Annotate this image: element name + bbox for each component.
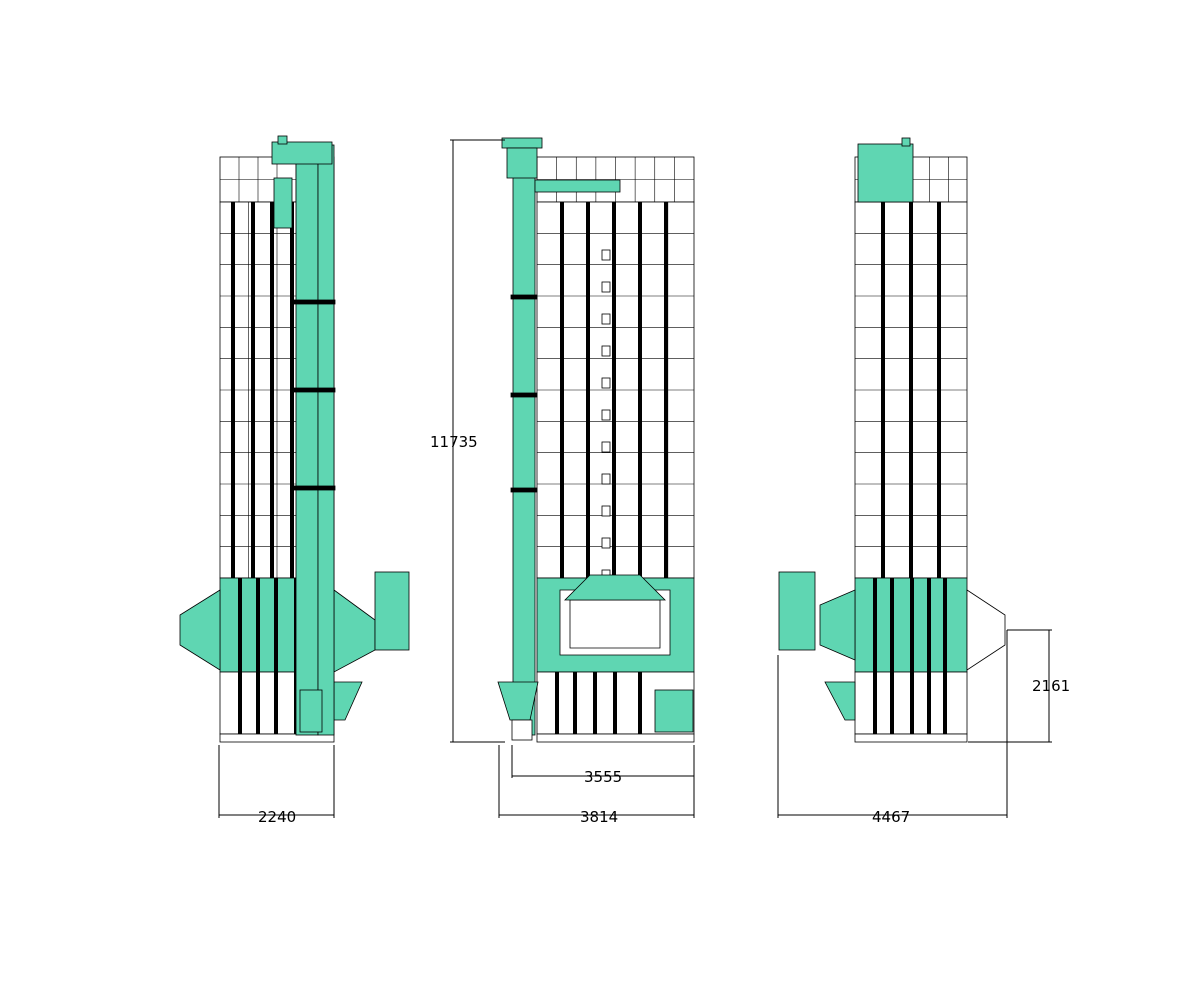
fan-duct: [778, 571, 816, 651]
top-conveyor: [534, 179, 621, 193]
inner-chamber: [569, 599, 661, 649]
elevator-return: [317, 144, 335, 736]
sight-window: [601, 345, 611, 357]
side-width-dimension-label: 2240: [258, 808, 296, 826]
distributor-pipe: [273, 177, 293, 229]
elevator-band: [510, 294, 538, 300]
sight-window: [601, 441, 611, 453]
collector-hood: [564, 574, 666, 601]
elevator-head: [506, 147, 538, 179]
elevator-head-cap: [501, 137, 543, 149]
discharge-hopper: [824, 681, 856, 721]
sight-window: [601, 377, 611, 389]
front-width-dimension-label: 3814: [580, 808, 618, 826]
front-inner-width-dimension-label: 3555: [584, 768, 622, 786]
right-hood: [333, 589, 376, 673]
discharge-hopper: [333, 681, 363, 721]
left-fan-hood: [179, 589, 221, 671]
elevator-band: [510, 487, 538, 493]
bucket-elevator: [512, 174, 536, 736]
sight-window: [601, 537, 611, 549]
head-motor: [277, 135, 288, 145]
height-dimension-label: 11735: [430, 433, 478, 451]
sight-window: [601, 281, 611, 293]
elevator-head: [271, 141, 333, 165]
motor-box: [654, 689, 694, 733]
fan-hood: [819, 589, 856, 661]
rear-width-dimension-label: 4467: [872, 808, 910, 826]
fan-height-dimension-label: 2161: [1032, 677, 1070, 695]
sight-window: [601, 313, 611, 325]
front-view: [497, 137, 695, 743]
dimension-lines: [218, 139, 1052, 818]
elevator-band: [292, 299, 336, 305]
right-fan-duct: [374, 571, 410, 651]
sight-window: [601, 505, 611, 517]
elevator-head-housing: [857, 143, 914, 203]
head-motor: [901, 137, 911, 147]
base-plate: [536, 733, 695, 743]
elevator-band: [292, 485, 336, 491]
elevator-band: [510, 392, 538, 398]
elevator-band: [292, 387, 336, 393]
base-plate: [854, 733, 968, 743]
right-hood: [966, 589, 1006, 671]
bucket-elevator: [295, 144, 319, 736]
base-plate: [219, 733, 335, 743]
rear-view: [778, 137, 1006, 743]
sight-window: [601, 409, 611, 421]
elevator-boot: [511, 719, 533, 741]
elevator-boot: [299, 689, 323, 733]
sight-window: [601, 249, 611, 261]
sight-window: [601, 473, 611, 485]
side-view: [179, 135, 410, 743]
